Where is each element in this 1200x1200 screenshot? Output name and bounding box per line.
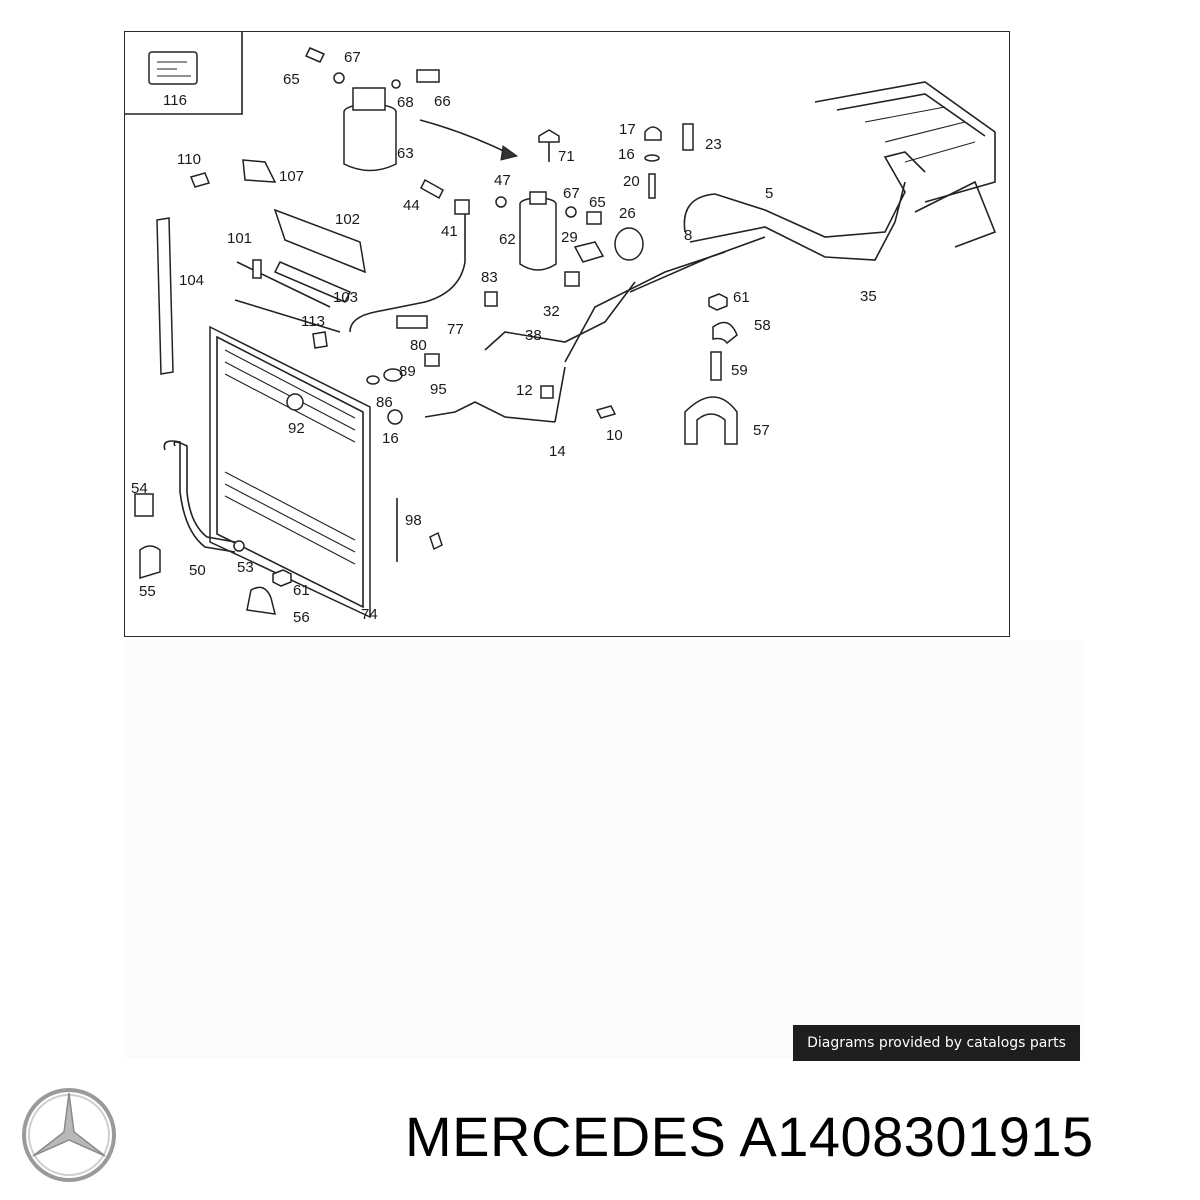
callout-50: 50 [189, 562, 206, 579]
refrigerator-lines [424, 151, 926, 423]
callout-54: 54 [131, 480, 148, 497]
callout-32: 32 [543, 303, 560, 320]
drier-62 [495, 191, 602, 271]
bolt [538, 129, 560, 162]
callout-104: 104 [179, 272, 204, 289]
callout-61b: 61 [293, 582, 310, 599]
callout-14: 14 [549, 443, 566, 460]
fittings [396, 227, 644, 329]
callout-26: 26 [619, 205, 636, 222]
callout-20: 20 [623, 173, 640, 190]
callout-68: 68 [397, 94, 414, 111]
condenser [209, 325, 371, 619]
receiver-drier [304, 47, 440, 172]
callout-8: 8 [684, 227, 692, 244]
callout-65: 65 [283, 71, 300, 88]
evaporator-housing [814, 81, 997, 248]
credit-badge: Diagrams provided by catalogs parts [793, 1025, 1080, 1061]
clamp-parts [684, 293, 738, 445]
callout-55: 55 [139, 583, 156, 600]
mercedes-star-icon [22, 1088, 116, 1182]
callout-53: 53 [237, 559, 254, 576]
small-parts [312, 331, 617, 425]
callout-57: 57 [753, 422, 770, 439]
callout-23: 23 [705, 136, 722, 153]
callout-47: 47 [494, 172, 511, 189]
callout-98: 98 [405, 512, 422, 529]
callout-110: 110 [177, 151, 201, 168]
callout-102: 102 [335, 211, 360, 228]
callout-56: 56 [293, 609, 310, 626]
inset-box [125, 32, 243, 115]
callout-74: 74 [361, 606, 378, 623]
bracket-assembly [189, 159, 366, 333]
callout-101: 101 [227, 230, 252, 247]
callout-103: 103 [333, 289, 358, 306]
bracket-104 [156, 217, 174, 375]
callout-17: 17 [619, 121, 636, 138]
callout-107: 107 [279, 168, 304, 185]
callout-66: 66 [434, 93, 451, 110]
callout-58: 58 [754, 317, 771, 334]
image-background [124, 640, 1084, 1058]
callout-67: 67 [344, 49, 361, 66]
callout-80: 80 [410, 337, 427, 354]
brand-title: MERCEDES A1408301915 [405, 1105, 1094, 1168]
callout-71: 71 [558, 148, 575, 165]
callout-86: 86 [376, 394, 393, 411]
callout-5: 5 [765, 185, 773, 202]
callout-44: 44 [403, 197, 420, 214]
callout-38: 38 [525, 327, 542, 344]
callout-29: 29 [561, 229, 578, 246]
callout-62: 62 [499, 231, 516, 248]
callout-83: 83 [481, 269, 498, 286]
callout-116: 116 [163, 92, 187, 109]
callout-89: 89 [399, 363, 416, 380]
diagram-drawing: 116 67 65 68 66 63 71 17 16 23 20 5 110 … [125, 32, 997, 626]
callout-95: 95 [430, 381, 447, 398]
callout-65b: 65 [589, 194, 606, 211]
callout-61: 61 [733, 289, 750, 306]
parts-diagram: 116 67 65 68 66 63 71 17 16 23 20 5 110 … [124, 31, 1010, 637]
callout-67b: 67 [563, 185, 580, 202]
callout-92: 92 [288, 420, 305, 437]
callout-16b: 16 [382, 430, 399, 447]
callout-41: 41 [441, 223, 458, 240]
lower-hose [134, 440, 292, 615]
callout-113: 113 [301, 313, 325, 330]
callout-35: 35 [860, 288, 877, 305]
hose-41 [349, 178, 470, 333]
callout-labels: 116 67 65 68 66 63 71 17 16 23 20 5 110 … [131, 49, 877, 626]
pressure-switch [644, 123, 694, 199]
callout-77: 77 [447, 321, 464, 338]
callout-59: 59 [731, 362, 748, 379]
bracket-98 [396, 498, 443, 562]
callout-16: 16 [618, 146, 635, 163]
callout-63: 63 [397, 145, 414, 162]
callout-10: 10 [606, 427, 623, 444]
callout-12: 12 [516, 382, 533, 399]
